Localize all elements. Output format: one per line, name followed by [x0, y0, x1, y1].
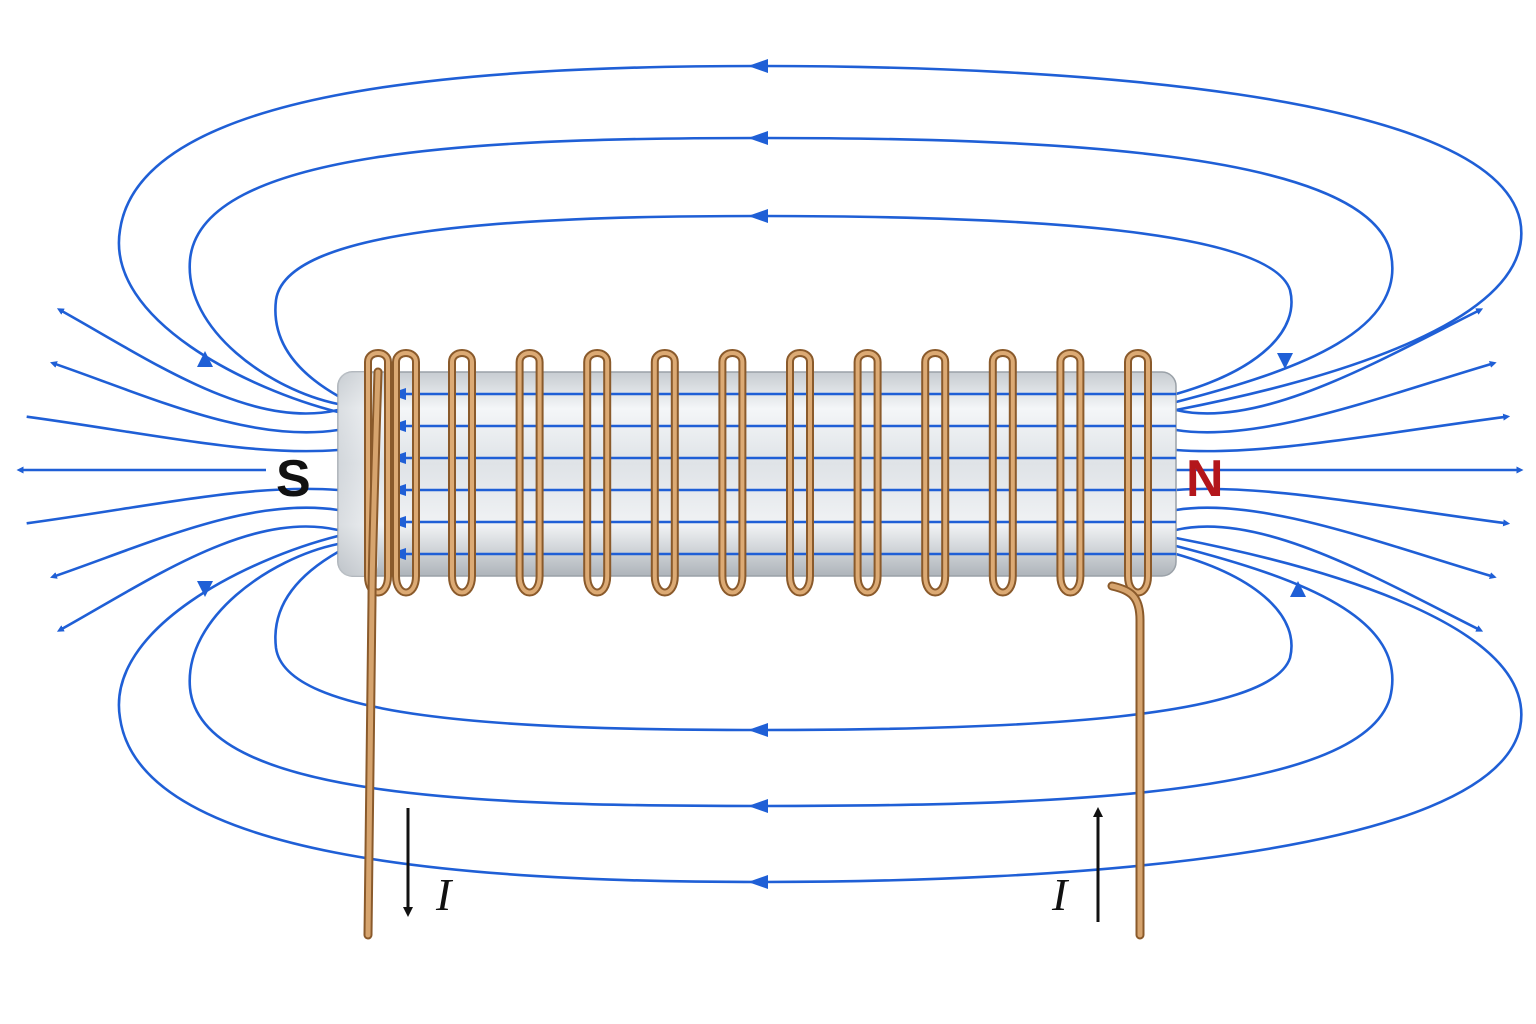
current-label-left: I [435, 869, 454, 920]
coil-turn [448, 349, 476, 597]
arrowhead-icon [748, 59, 768, 73]
arrowhead-icon [748, 799, 768, 813]
arrowhead-icon [1277, 353, 1293, 369]
north-fan-line [1175, 525, 1484, 632]
copper-coil [364, 349, 1152, 597]
field-loop-bottom-2 [188, 542, 1394, 808]
coil-turn [718, 349, 747, 597]
south-fan-line [50, 361, 339, 434]
south-fan-line [50, 506, 339, 579]
iron-core [337, 371, 1177, 577]
north-fan-line [1175, 308, 1484, 415]
north-fan-line [1175, 360, 1497, 434]
south-fan-line [26, 487, 339, 525]
arrowhead-icon [197, 581, 213, 597]
south-fan-line [26, 415, 339, 453]
arrowhead-icon [748, 723, 768, 737]
coil-turn [853, 349, 882, 597]
field-loop-top-1 [117, 64, 1523, 414]
arrowhead-icon [748, 131, 768, 145]
current-indicators: I I [403, 807, 1103, 922]
current-label-right: I [1051, 869, 1070, 920]
coil-turn [921, 349, 950, 597]
coil-turn [1124, 349, 1152, 597]
coil-turn [392, 349, 420, 597]
coil-turn [650, 349, 679, 597]
right-lead-wire [1107, 581, 1145, 940]
pole-fan-field-lines [16, 308, 1524, 632]
north-fan-line [1175, 487, 1511, 527]
south-fan-line [56, 308, 339, 415]
coil-turn [515, 349, 544, 597]
south-fan-line [56, 525, 339, 632]
coil-turn [786, 349, 814, 597]
field-loop-top-3 [274, 214, 1293, 398]
arrowhead-icon [748, 875, 768, 889]
north-fan-line [1175, 506, 1497, 580]
outer-field-lines [117, 59, 1523, 889]
arrowhead-icon [1290, 581, 1306, 597]
arrowhead-icon [748, 209, 768, 223]
north-fan-line [1175, 413, 1511, 453]
north-pole-label: N [1186, 450, 1224, 508]
coil-turn [583, 349, 612, 597]
field-loop-bottom-1 [117, 534, 1523, 884]
arrowhead-icon [197, 351, 213, 367]
lead-wires [363, 367, 1145, 940]
coil-turn [988, 349, 1017, 597]
field-loop-top-2 [188, 136, 1394, 406]
south-pole-label: S [276, 450, 311, 508]
coil-turn [1056, 349, 1085, 597]
